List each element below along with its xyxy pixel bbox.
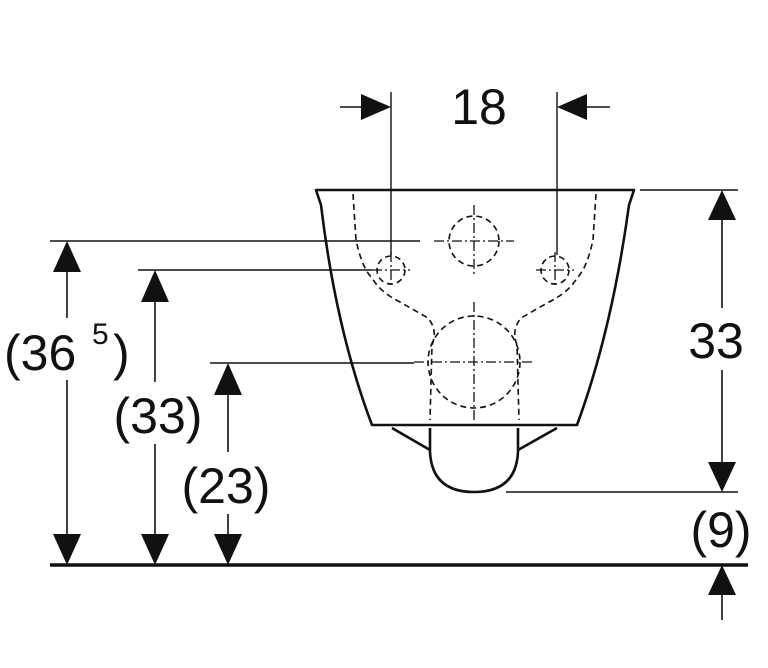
label-backgrounds (2, 308, 754, 514)
extension-lines (50, 92, 738, 493)
arrowhead (53, 534, 81, 565)
arrowhead (708, 462, 736, 492)
arrowhead (214, 363, 242, 395)
arrowhead (141, 534, 169, 565)
arrowhead (141, 270, 169, 302)
toilet-outline (314, 188, 636, 494)
arrowhead (361, 94, 391, 120)
upper-mount-hole (448, 215, 500, 267)
left-outer-superscript: 5 (92, 318, 109, 351)
center-lines (372, 205, 574, 420)
left-middle-label: (33) (114, 388, 203, 444)
right-height-label: 33 (688, 313, 744, 369)
bottom-right-label: (9) (690, 502, 751, 558)
arrowhead (53, 241, 81, 272)
toilet-bowl-outline (314, 188, 636, 427)
toilet-base-right-wing (517, 426, 558, 452)
toilet-outlet-outline (428, 428, 520, 494)
arrowhead (708, 190, 736, 220)
left-outer-label: (36 (4, 325, 76, 381)
toilet-base-left-wing (391, 426, 431, 452)
arrowhead (557, 94, 587, 120)
arrowhead (214, 534, 242, 565)
left-outer-close: ) (113, 325, 130, 381)
inner-left-contour (352, 193, 436, 421)
left-inner-label: (23) (182, 458, 271, 514)
dimension-arrows (53, 94, 736, 620)
top-width-label: 18 (451, 79, 507, 135)
inner-right-contour (513, 193, 597, 421)
arrowhead (708, 565, 736, 595)
